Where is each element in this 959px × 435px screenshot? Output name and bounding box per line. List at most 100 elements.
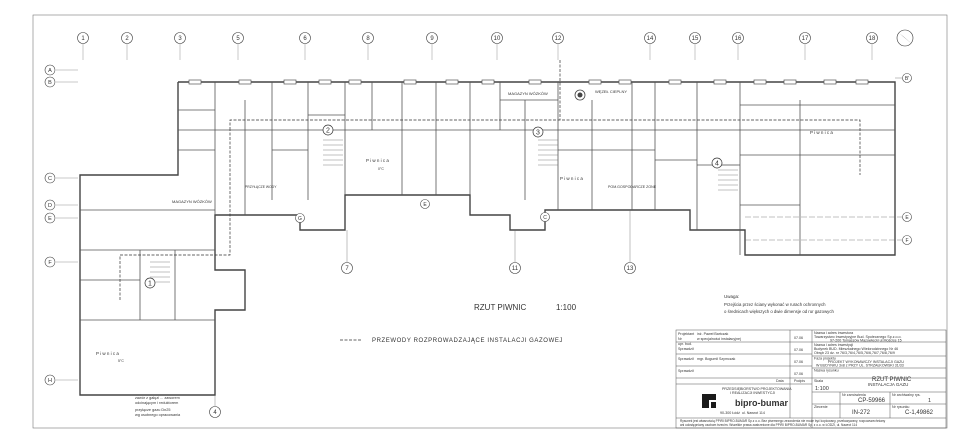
grid-row-label: A [48, 68, 52, 74]
grid-row-E: E [44, 212, 78, 224]
title-block [675, 329, 947, 429]
grid-row-B: B [44, 76, 78, 88]
grid-column-10: 10 [491, 32, 503, 60]
grid-column-6: 6 [299, 32, 311, 60]
window-symbol [348, 79, 362, 85]
grid-mid-c: C [543, 215, 547, 221]
tb-r1-sub1: Nr [678, 337, 683, 341]
tb-object1: Budynek BUD. Mieszkalnego Wielorodzinneg… [814, 347, 898, 351]
grid-row-b-prime: B' [905, 76, 909, 82]
tb-nr-zlec-label: Nr zamówienia [842, 393, 866, 397]
window-symbol [588, 79, 602, 85]
note-line-2: o średnicach większych o dwie dimensje o… [724, 309, 834, 314]
tb-drawing1: RZUT PIWNIC [872, 377, 912, 383]
note-line-1: Przejścia przez ściany wykonać w rurach … [724, 302, 826, 307]
grid-column-label: 10 [494, 36, 501, 42]
grid-mid-e: E [423, 202, 427, 208]
tb-zlecenie-val: IN-272 [852, 410, 871, 416]
tb-addr2: ul. Nawrot 114 [742, 411, 765, 415]
grid-row-label: F [48, 260, 52, 266]
grid-column-17: 17 [799, 32, 811, 60]
grid-4-label: 4 [213, 410, 217, 416]
grid-column-label: 2 [125, 36, 129, 42]
grid-column-label: 12 [555, 36, 562, 42]
tb-r2-label: Sprawdził [678, 347, 694, 351]
grid-column-8: 8 [362, 32, 374, 60]
tb-r1-date: 07.06 [794, 336, 803, 340]
stair-symbols [150, 139, 738, 283]
tb-stage2: W BUDYNKU 3x8 z PRZY UL. STRZAŁKOWSKI 31… [816, 364, 904, 368]
bipro-bumar-logo-icon [702, 394, 716, 408]
window-symbol [318, 79, 332, 85]
tb-drawing-label: Nazwa rysunku [814, 369, 839, 373]
tb-r2-date: 07.06 [794, 348, 803, 352]
room-piwnica-left-sub: 5°C [118, 359, 124, 363]
grid-column-label: 6 [303, 36, 307, 42]
window-symbol [283, 79, 297, 85]
grid-row-label: D [48, 203, 52, 209]
tb-col-date: Data [776, 379, 784, 383]
boiler-symbol [574, 89, 586, 101]
drawing-title: RZUT PIWNIC [474, 303, 527, 312]
stair-2-label: 2 [326, 128, 330, 135]
tb-investor2: 97-200 Tomaszów Mazowiecki ul.Mościce 15 [830, 339, 902, 343]
tb-company1: PRZEDSIĘBIORSTWO PROJEKTOWANIA [722, 387, 792, 391]
tb-nr-rys-label: Nr rysunku [892, 405, 909, 409]
window-symbol [668, 79, 682, 85]
grid-row-label: C [48, 176, 52, 182]
grid-11-label: 11 [512, 266, 519, 272]
tb-r1-sub2: upr. bud. [678, 342, 692, 346]
tb-zlecenie-label: Zlecenie [814, 405, 828, 409]
grid-row-label: E [48, 216, 52, 222]
legend-2a: przyłącze gazu Dn25 [135, 408, 170, 412]
grid-column-2: 2 [121, 32, 133, 60]
stair-3-label: 3 [536, 130, 540, 137]
tb-r3-label: Sprawdził [678, 357, 694, 361]
window-symbol [783, 79, 797, 85]
room-piwnica-right2: P i w n i c a [810, 130, 833, 135]
tb-footer-1: Rysunek jest własnością PPiRI BIPRO-BUMA… [680, 419, 886, 423]
room-pom-gosp: POM.GOSPODARCZE ZONE [608, 185, 657, 189]
room-piwnica-mid: P i w n i c a [366, 158, 389, 163]
tb-investor1: Towarzystwo Inwestycyjne Bud. Społeczneg… [814, 335, 902, 339]
boiler-core [577, 92, 583, 98]
stair-4-label: 4 [715, 161, 719, 168]
room-magazyn-left: MAGAZYN WÓZKÓW [172, 199, 212, 204]
tb-nr-arch-label: Nr archiwalny rys. [892, 393, 921, 397]
grid-column-16: 16 [732, 32, 744, 60]
stair-1-label: 1 [148, 281, 152, 288]
window-symbol [618, 79, 632, 85]
grid-column-label: 17 [802, 36, 809, 42]
grid-row-F: F [44, 256, 78, 268]
room-piwnica-right: P i w n i c a [560, 176, 583, 181]
tb-r3-date: 07.06 [794, 360, 803, 364]
tb-r1-sub3: w specjalności instalacyjnej [697, 337, 741, 341]
tb-r4-date: 07.06 [794, 372, 803, 376]
window-symbol [855, 79, 869, 85]
tb-r3-val: mgr. Bogumił Szymczak [697, 357, 736, 361]
window-markers [188, 79, 869, 85]
grid-row-D: D [44, 199, 78, 211]
grid-column-label: 5 [236, 36, 240, 42]
window-symbol [445, 79, 459, 85]
tb-stage-label: Faza projektu [814, 357, 836, 361]
room-przylacze: PRZYŁĄCZE WODY [245, 185, 277, 189]
grid-column-15: 15 [689, 32, 701, 60]
lower-grid-markers: 7 11 13 4 G E C [209, 199, 636, 418]
grid-13-label: 13 [627, 266, 634, 272]
stair-number-markers: 2 3 4 1 [144, 124, 723, 289]
room-piwnica-left: P i w n i c a [96, 351, 119, 356]
tb-drawing2: INSTALACJA GAZU [868, 382, 908, 387]
room-wezel: WĘZEŁ CIEPLNY [595, 89, 627, 94]
tb-footer-2: ani udostępniany osobom trzecim. Wszelki… [680, 423, 857, 427]
window-symbol [713, 79, 727, 85]
tb-skala-label: Skala [814, 379, 823, 383]
gas-pipe-lines [119, 60, 861, 300]
tb-company2: I REALIZACJI INWESTYCJI [730, 391, 775, 395]
drawing-scale: 1:100 [556, 303, 577, 312]
grid-row-label: B [48, 80, 52, 86]
grid-column-label: 1 [81, 36, 85, 42]
